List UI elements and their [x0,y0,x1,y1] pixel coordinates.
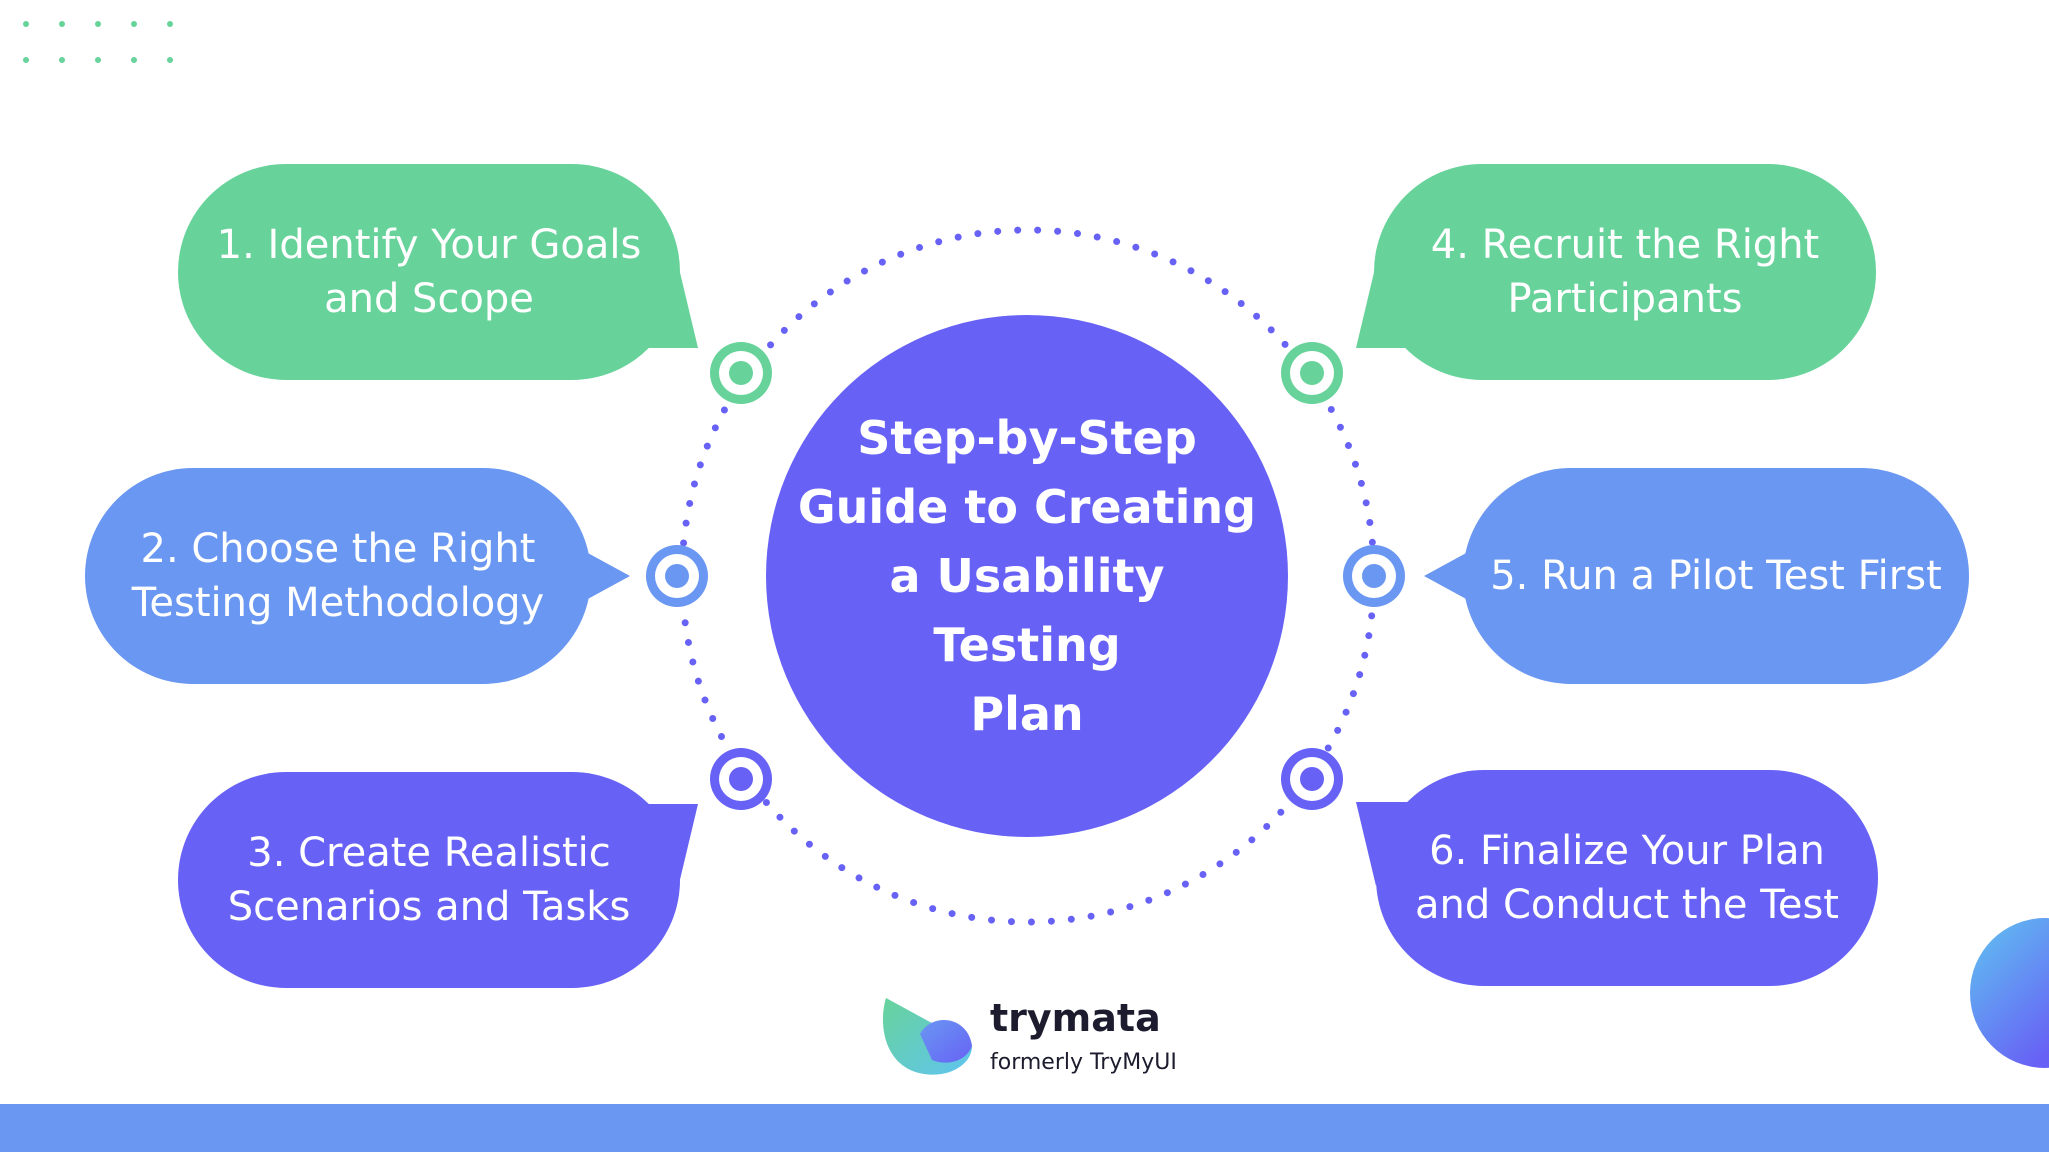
diagram-title: Step-by-Step Guide to Creating a Usabili… [797,410,1257,741]
step-5-target-icon [1343,545,1405,607]
step-3-bubble: 3. Create Realistic Scenarios and Tasks [178,772,698,988]
dot-grid-decoration [23,21,173,63]
step-6-target-icon [1281,748,1343,810]
center-circle: Step-by-Step Guide to Creating a Usabili… [766,315,1288,837]
step-4-label: 4. Recruit the Right Participants [1430,222,1820,322]
trymata-logo-icon [882,998,972,1075]
step-5-bubble: 5. Run a Pilot Test First [1424,468,1969,684]
step-3-bubble-shape [178,772,698,988]
step-5-label: 5. Run a Pilot Test First [1490,553,1942,599]
step-2-bubble-shape [85,468,630,684]
step-4-bubble: 4. Recruit the Right Participants [1356,164,1876,380]
step-2-target-icon [646,545,708,607]
brand-tagline: formerly TryMyUI [990,1050,1177,1075]
step-4-target-icon [1281,342,1343,404]
step-2-label: 2. Choose the Right Testing Methodology [131,526,545,626]
step-1-target-icon [710,342,772,404]
step-4-bubble-shape [1356,164,1876,380]
step-2-bubble: 2. Choose the Right Testing Methodology [85,468,630,684]
step-6-bubble: 6. Finalize Your Plan and Conduct the Te… [1356,770,1878,986]
step-3-target-icon [710,748,772,810]
brand-name: trymata [990,996,1161,1040]
step-3-label: 3. Create Realistic Scenarios and Tasks [227,830,631,930]
step-5-bubble-shape [1424,468,1969,684]
step-6-bubble-shape [1356,770,1878,986]
step-1-bubble-shape [178,164,698,380]
step-6-label: 6. Finalize Your Plan and Conduct the Te… [1415,828,1839,928]
step-1-bubble: 1. Identify Your Goals and Scope [178,164,698,380]
step-1-label: 1. Identify Your Goals and Scope [216,222,642,322]
footer-bar [0,1104,2049,1152]
